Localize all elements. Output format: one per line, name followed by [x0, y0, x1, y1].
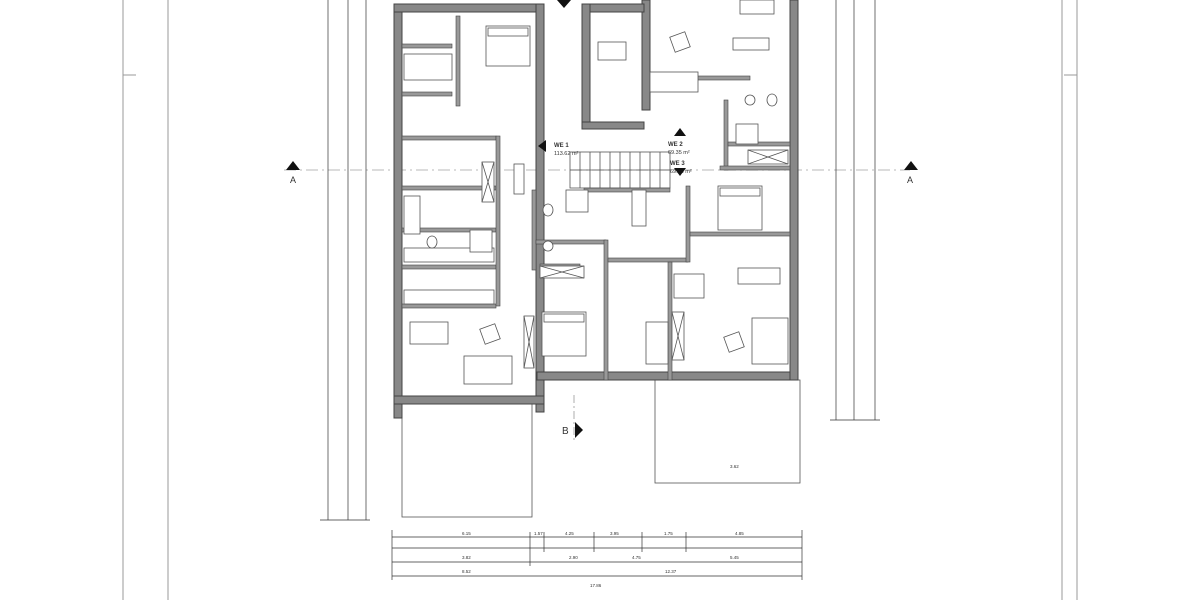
shower-1	[469, 229, 493, 253]
wc-5	[744, 94, 756, 106]
unit-we2-name: WE 2	[668, 142, 683, 148]
staircase	[569, 151, 671, 189]
sofa-3	[649, 71, 699, 93]
shower-3	[735, 123, 759, 145]
exterior-walls	[393, 0, 799, 419]
bottom-dimension-chains: 6.15 1.57 4.25 3.95 1.75 4.85 3.82 2.90 …	[391, 530, 803, 588]
right-dimension-chains	[830, 0, 880, 421]
wc-1	[426, 235, 438, 249]
unit-labels: WE 1 113.62 m² WE 2 69.35 m² WE 3 69.90 …	[538, 128, 692, 176]
section-marker-b: B	[562, 395, 583, 440]
dim-row1-2: 1.57	[534, 531, 543, 536]
section-label-b: B	[562, 426, 569, 437]
dim-row1-5: 1.75	[664, 531, 673, 536]
dim-row1-4: 3.95	[610, 531, 619, 536]
terrace-right-dim: 3.62	[730, 464, 739, 469]
wc-3	[766, 93, 778, 107]
section-label-left: A	[290, 175, 296, 185]
wc-2	[542, 203, 554, 217]
left-dimension-chains	[320, 0, 370, 521]
unit-we2-area: 69.35 m²	[668, 150, 690, 156]
bathtub-2	[631, 189, 647, 227]
entrance-arrow	[557, 0, 571, 8]
dim-row2-4: 5.45	[730, 555, 739, 560]
unit-we1-area: 113.62 m²	[554, 151, 579, 157]
dim-row1-1: 6.15	[462, 531, 471, 536]
unit-we1-name: WE 1	[554, 143, 569, 149]
sofa-1	[463, 355, 513, 385]
section-label-right: A	[907, 175, 913, 185]
furniture	[403, 0, 789, 385]
dining-table-4	[739, 0, 775, 15]
dim-row2-3: 4.75	[632, 555, 641, 560]
armchair-3	[723, 331, 745, 353]
dining-table-3	[737, 267, 781, 285]
shower-2	[565, 189, 589, 213]
dim-row1-6: 4.85	[735, 531, 744, 536]
dim-row2-2: 2.90	[569, 555, 578, 560]
sofa-2	[751, 317, 789, 365]
dim-row3-2: 12.37	[665, 569, 677, 574]
dim-row2-1: 3.82	[462, 555, 471, 560]
wc-4	[542, 240, 554, 252]
dining-table-2	[673, 273, 705, 299]
dining-table-1	[409, 321, 449, 345]
dim-total: 17.86	[590, 583, 602, 588]
unit-we3-name: WE 3	[670, 161, 685, 167]
bathtub-1	[403, 195, 421, 235]
armchair-1	[479, 323, 501, 345]
dim-row1-3: 4.25	[565, 531, 574, 536]
dim-row3-1: 8.52	[462, 569, 471, 574]
armchair-2	[669, 31, 691, 53]
section-line-a: A A	[284, 161, 918, 185]
sheet-frame	[122, 0, 1078, 600]
